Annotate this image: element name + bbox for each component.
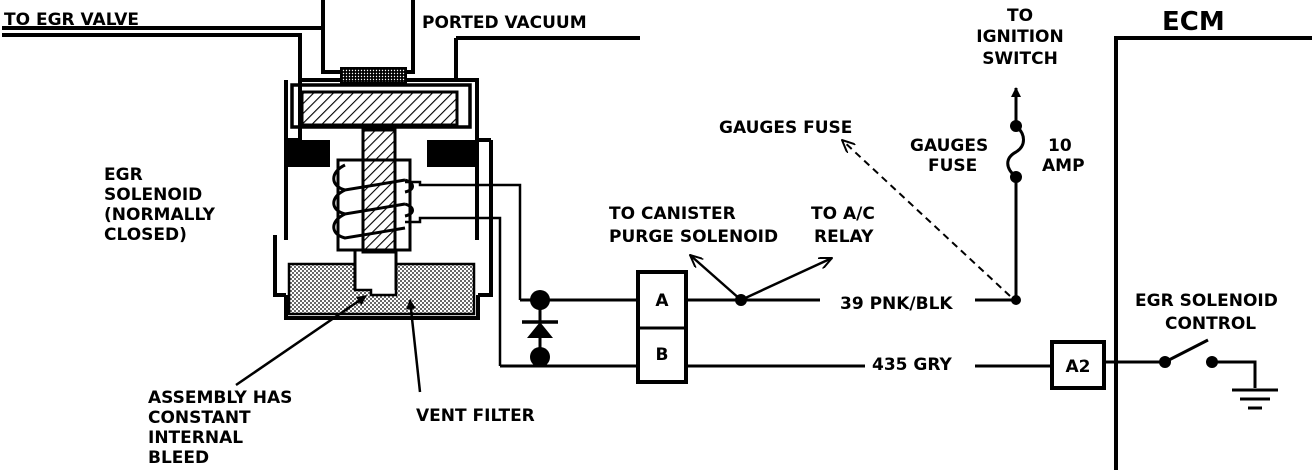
suppression-diode — [522, 290, 558, 367]
svg-text:TO CANISTER: TO CANISTER — [609, 204, 736, 224]
pole-piece-left — [288, 140, 330, 167]
svg-text:PURGE SOLENOID: PURGE SOLENOID — [609, 227, 778, 247]
svg-text:TO: TO — [1007, 6, 1033, 26]
gauges-fuse-pointer-line — [842, 140, 1011, 297]
svg-text:CONSTANT: CONSTANT — [148, 408, 251, 428]
connector-ab: A B — [636, 270, 688, 384]
vent-filter-label: VENT FILTER — [406, 299, 535, 426]
wire-39-label: 39 PNK/BLK — [840, 294, 953, 314]
svg-text:BLEED: BLEED — [148, 448, 209, 468]
svg-text:TO A/C: TO A/C — [811, 204, 875, 224]
diaphragm-plate — [300, 90, 459, 127]
gauges-fuse-pointer-label: GAUGES FUSE — [719, 118, 852, 138]
fuse-rating-label: 10 AMP — [1042, 136, 1085, 176]
to-ac-relay-label: TO A/C RELAY — [811, 204, 875, 247]
svg-text:10: 10 — [1048, 136, 1072, 156]
svg-text:SOLENOID: SOLENOID — [104, 185, 202, 205]
splice-dot-bottom — [530, 347, 550, 367]
ground-symbol — [1232, 388, 1278, 410]
svg-text:EGR SOLENOID: EGR SOLENOID — [1135, 291, 1278, 311]
svg-text:ASSEMBLY HAS: ASSEMBLY HAS — [148, 388, 292, 408]
circuit-39-wire: 39 PNK/BLK — [686, 255, 1016, 314]
egr-control-label: EGR SOLENOID CONTROL — [1135, 291, 1278, 334]
svg-text:FUSE: FUSE — [928, 156, 977, 176]
ported-vacuum-label: PORTED VACUUM — [422, 13, 587, 33]
gauges-fuse-branch — [842, 87, 1025, 305]
svg-text:IGNITION: IGNITION — [976, 27, 1063, 47]
to-canister-label: TO CANISTER PURGE SOLENOID — [609, 204, 778, 247]
ecm-label: ECM — [1162, 7, 1225, 37]
to-egr-valve-label: TO EGR VALVE — [4, 10, 139, 30]
svg-text:SWITCH: SWITCH — [982, 49, 1058, 69]
egr-solenoid-assembly — [273, 78, 522, 366]
bleed-chamber — [287, 262, 476, 316]
pin-a-label: A — [655, 291, 669, 311]
pin-b-label: B — [656, 345, 669, 365]
egr-solenoid-label: EGR SOLENOID (NORMALLY CLOSED) — [104, 165, 216, 245]
svg-text:INTERNAL: INTERNAL — [148, 428, 243, 448]
svg-text:CLOSED): CLOSED) — [104, 225, 187, 245]
to-ignition-label: TO IGNITION SWITCH — [976, 6, 1063, 69]
svg-text:EGR: EGR — [104, 165, 143, 185]
circuit-435-wire: 435 GRY — [686, 355, 1052, 375]
svg-text:(NORMALLY: (NORMALLY — [104, 205, 216, 225]
ecm-module: ECM A2 — [1050, 7, 1312, 470]
gauges-fuse-side-label: GAUGES FUSE — [910, 136, 988, 176]
vacuum-port-filter — [340, 67, 407, 84]
svg-text:CONTROL: CONTROL — [1165, 314, 1256, 334]
pole-piece-right — [427, 140, 477, 167]
solenoid-coil — [332, 163, 414, 240]
assembly-bleed-label: ASSEMBLY HAS CONSTANT INTERNAL BLEED — [148, 294, 367, 468]
svg-text:AMP: AMP — [1042, 156, 1085, 176]
pin-a2-label: A2 — [1066, 357, 1091, 377]
control-switch — [1164, 338, 1209, 364]
wire-435-label: 435 GRY — [872, 355, 953, 375]
fuse-symbol — [1006, 124, 1025, 179]
svg-text:GAUGES: GAUGES — [910, 136, 988, 156]
svg-text:VENT FILTER: VENT FILTER — [416, 406, 535, 426]
svg-text:RELAY: RELAY — [814, 227, 874, 247]
